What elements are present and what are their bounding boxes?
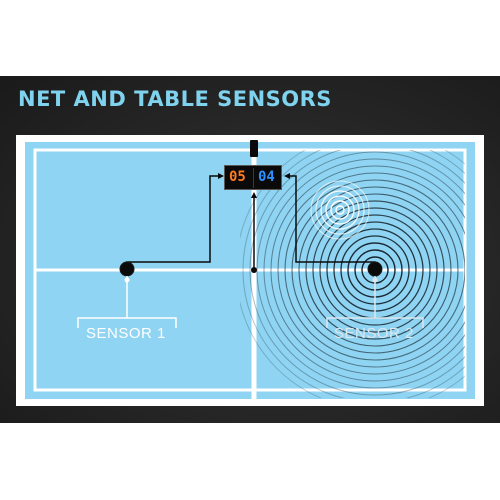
net-sensor <box>251 267 257 273</box>
net-sensor-arrow-icon <box>251 192 257 198</box>
score-right: 04 <box>258 169 275 185</box>
sensor-1-bracket <box>77 317 177 328</box>
sensor-2-label: SENSOR 2 <box>334 325 414 342</box>
sensor-2-bracket <box>326 317 424 328</box>
score-divider <box>253 168 254 188</box>
sensor-2-arrow-icon <box>284 173 290 179</box>
sensor-1-arrow-icon <box>218 173 224 179</box>
sensor-2-pointer-dot <box>372 277 378 283</box>
scoreboard: 05 04 <box>224 165 282 190</box>
score-left: 05 <box>229 169 246 185</box>
sensor-1-device <box>119 261 135 277</box>
sensor-1-pointer-dot <box>124 277 130 283</box>
ball-impact-rings <box>310 180 370 240</box>
sensor-1-label: SENSOR 1 <box>86 325 166 342</box>
net-post <box>250 140 258 157</box>
page-title: NET AND TABLE SENSORS <box>18 87 332 111</box>
sensor-2-device <box>367 261 383 277</box>
